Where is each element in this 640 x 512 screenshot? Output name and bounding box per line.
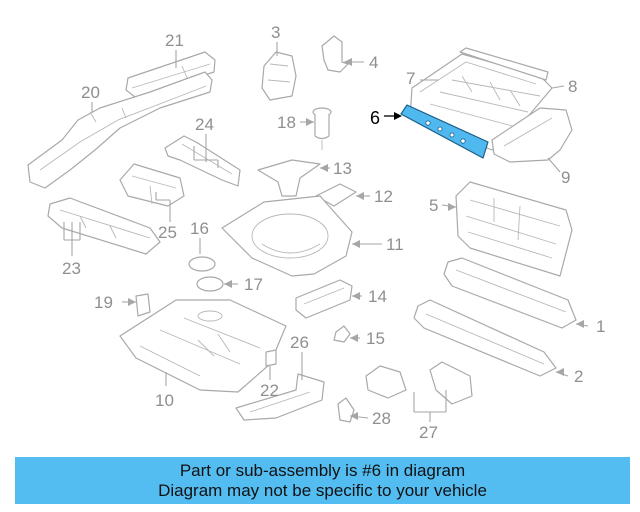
part-14-bracket[interactable]: [295, 279, 353, 319]
callout-20: 20: [81, 83, 100, 102]
callout-2: 2: [574, 367, 583, 386]
callout-23: 23: [62, 259, 81, 278]
part-8-shelf-trim[interactable]: [459, 47, 549, 81]
callout-4: 4: [369, 53, 378, 72]
arrowheads: [128, 58, 584, 420]
part-26-brace[interactable]: [235, 373, 325, 421]
part-9-panel[interactable]: [491, 107, 573, 163]
caption-banner: Part or sub-assembly is #6 in diagram Di…: [15, 457, 630, 504]
callout-17: 17: [244, 275, 263, 294]
part-20-side-member[interactable]: [27, 71, 213, 189]
callout-16: 16: [190, 219, 209, 238]
caption-line-2: Diagram may not be specific to your vehi…: [158, 480, 487, 500]
callouts: 1 2 3 4 5 6 7 8 9 10 11 12 13 14 15 16 1…: [62, 23, 605, 442]
callout-10: 10: [155, 391, 174, 410]
part-27-bracket-right[interactable]: [429, 361, 473, 405]
part-23-crossmember[interactable]: [47, 197, 161, 255]
part-2-rear-member[interactable]: [413, 299, 557, 377]
callout-13: 13: [333, 159, 352, 178]
part-22-clip[interactable]: [265, 349, 277, 367]
callout-21: 21: [165, 31, 184, 50]
part-5-rear-panel[interactable]: [455, 181, 573, 277]
callout-19: 19: [94, 293, 113, 312]
part-15-clip[interactable]: [333, 325, 351, 343]
part-13-brace[interactable]: [257, 159, 321, 197]
part-28-bracket[interactable]: [337, 397, 355, 423]
caption-line-1: Part or sub-assembly is #6 in diagram: [179, 460, 466, 480]
callout-12: 12: [374, 187, 393, 206]
callout-26: 26: [290, 333, 309, 352]
callout-25: 25: [158, 223, 177, 242]
callout-7: 7: [406, 69, 415, 88]
callout-3: 3: [271, 23, 280, 42]
callout-5: 5: [429, 196, 438, 215]
callout-14: 14: [368, 287, 387, 306]
part-6-crossmember-highlighted[interactable]: [400, 104, 489, 159]
callout-1: 1: [596, 317, 605, 336]
part-4-bracket[interactable]: [321, 35, 349, 73]
part-12-plate[interactable]: [315, 183, 357, 207]
callout-9: 9: [561, 168, 570, 187]
part-16-grommet[interactable]: [188, 256, 216, 272]
part-25-mount[interactable]: [119, 163, 185, 207]
part-17-grommet[interactable]: [196, 276, 224, 292]
part-3-bracket[interactable]: [261, 51, 297, 101]
parts-diagram: 1 2 3 4 5 6 7 8 9 10 11 12 13 14 15 16 1…: [27, 23, 605, 442]
part-21-rail[interactable]: [125, 51, 216, 98]
part-24-bracket[interactable]: [164, 135, 241, 187]
part-27-bracket-left[interactable]: [365, 365, 407, 399]
callout-8: 8: [568, 77, 577, 96]
callout-22: 22: [260, 381, 279, 400]
callout-18: 18: [277, 113, 296, 132]
callout-11: 11: [386, 235, 404, 254]
part-1-rear-member[interactable]: [443, 257, 577, 329]
callout-15: 15: [366, 329, 385, 348]
callout-6-highlighted: 6: [370, 108, 380, 128]
part-19-clip[interactable]: [135, 293, 151, 317]
part-11-wheel-well[interactable]: [221, 195, 353, 277]
callout-28: 28: [372, 409, 391, 428]
part-18-mount[interactable]: [312, 107, 332, 150]
callout-24: 24: [195, 115, 214, 134]
callout-27: 27: [419, 423, 438, 442]
